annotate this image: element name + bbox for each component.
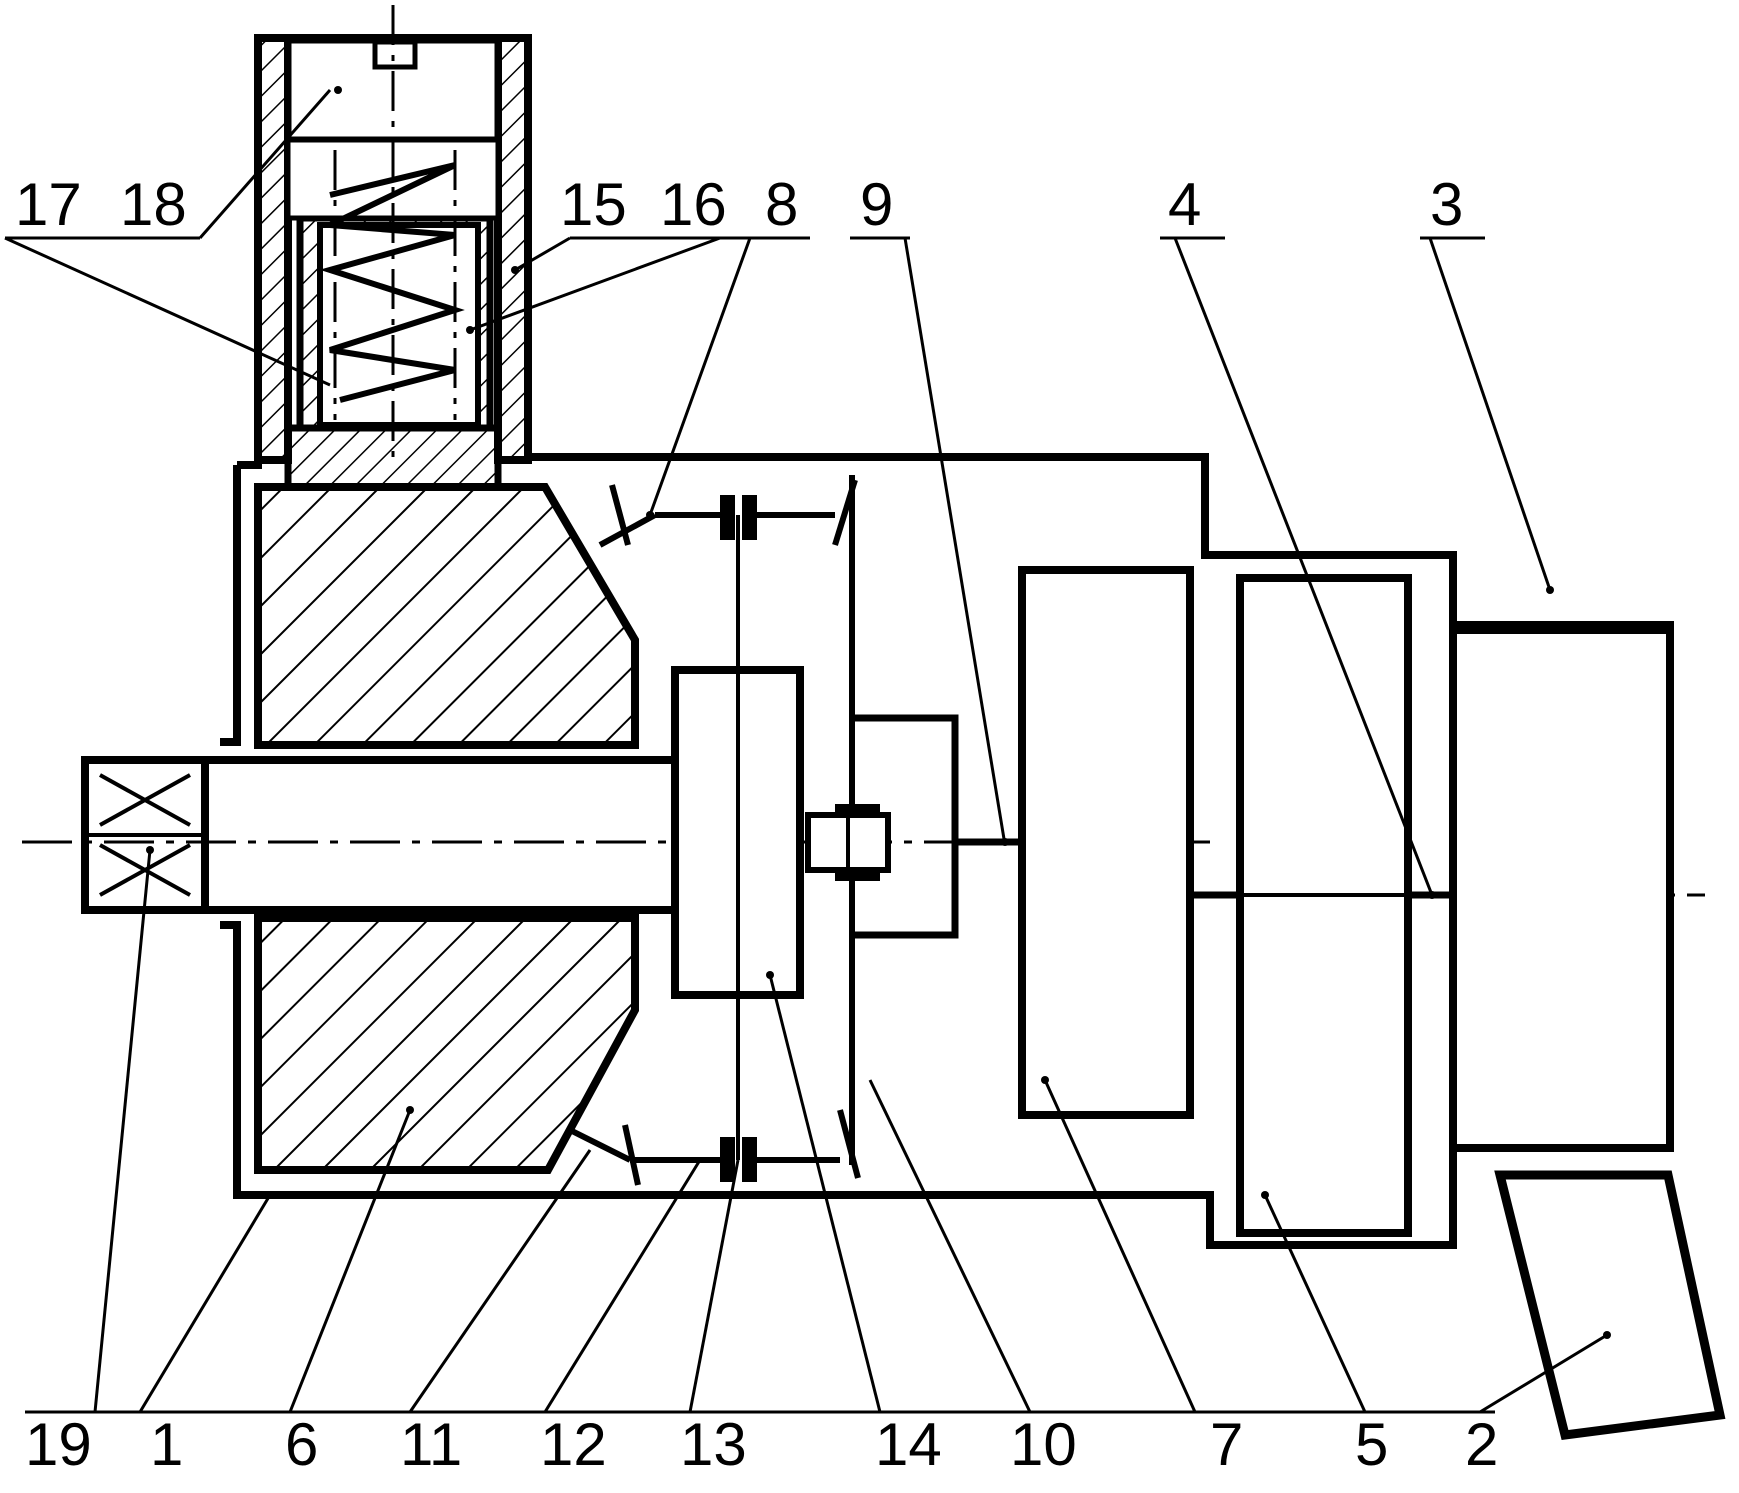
block-7	[1022, 570, 1190, 1115]
label-9: 9	[860, 171, 893, 238]
label-7: 7	[1210, 1411, 1243, 1478]
block-3	[1453, 630, 1670, 1148]
label-8: 8	[765, 171, 798, 238]
outlet-2	[1500, 1175, 1720, 1435]
label-5: 5	[1355, 1411, 1388, 1478]
block-5	[1240, 578, 1408, 1233]
label-4: 4	[1168, 171, 1201, 238]
label-16: 16	[660, 171, 727, 238]
linkage-12	[570, 1130, 630, 1160]
label-14: 14	[875, 1411, 942, 1478]
rotor-body-upper	[258, 487, 635, 745]
label-15: 15	[560, 171, 627, 238]
shaft	[205, 760, 675, 910]
label-19: 19	[25, 1411, 92, 1478]
label-2: 2	[1465, 1411, 1498, 1478]
label-13: 13	[680, 1411, 747, 1478]
label-6: 6	[285, 1411, 318, 1478]
label-1: 1	[150, 1411, 183, 1478]
label-10: 10	[1010, 1411, 1077, 1478]
label-17: 17	[15, 171, 82, 238]
label-12: 12	[540, 1411, 607, 1478]
label-18: 18	[120, 171, 187, 238]
label-11: 11	[400, 1411, 462, 1478]
label-3: 3	[1430, 171, 1463, 238]
